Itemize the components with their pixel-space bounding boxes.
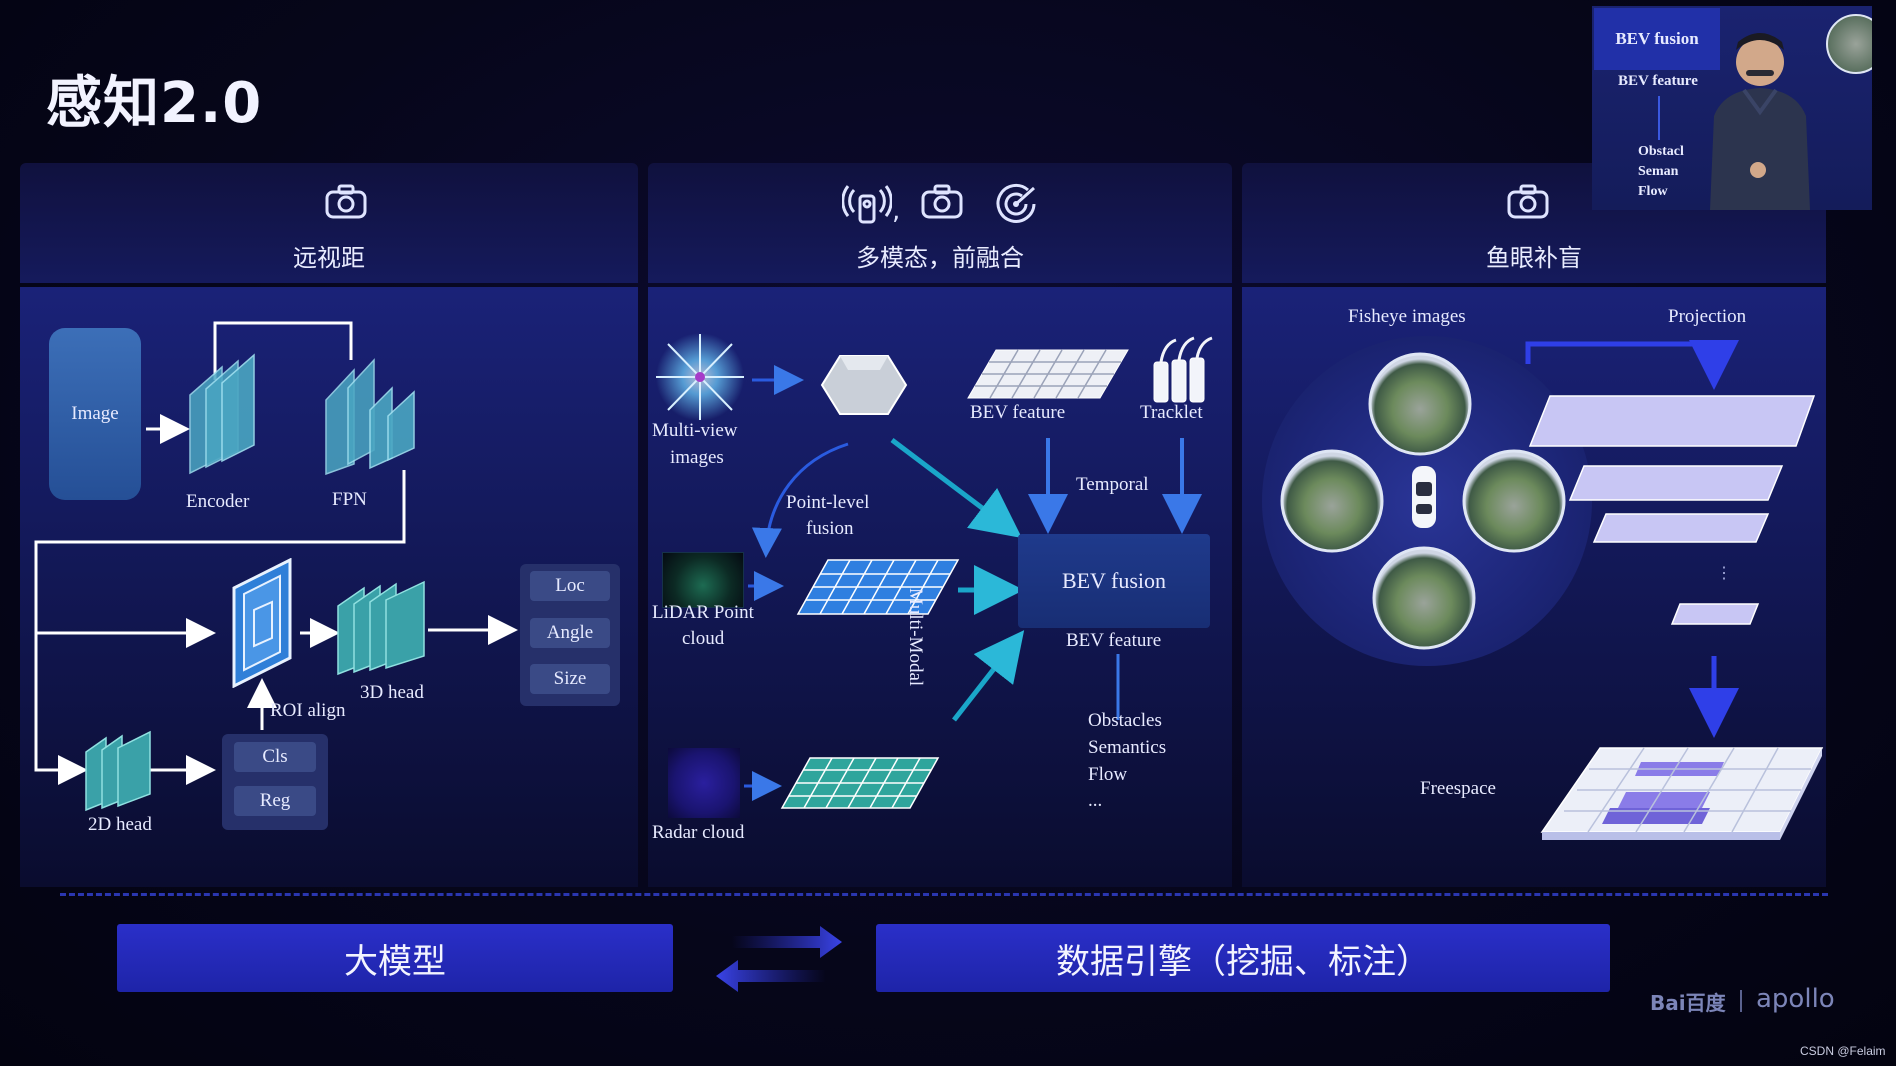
inset-connector xyxy=(1658,96,1660,140)
baidu-logo: Bai百度 xyxy=(1650,991,1726,1015)
lidar-label-line1: LiDAR Point xyxy=(652,602,754,623)
logo-separator xyxy=(1740,990,1742,1012)
camera-icon xyxy=(325,184,367,219)
lidar-point-cloud-image xyxy=(662,552,744,608)
output-angle: Angle xyxy=(530,618,610,648)
radar-cloud-image xyxy=(668,748,740,818)
watermark: CSDN @Felaim xyxy=(1800,1044,1886,1058)
multiview-label-line1: Multi-view xyxy=(652,420,738,441)
output-obstacles: Obstacles xyxy=(1088,710,1162,731)
tracklet-label: Tracklet xyxy=(1140,402,1203,423)
column-label-long-range: 远视距 xyxy=(293,244,365,272)
lidar-bev-grid xyxy=(796,559,960,615)
projection-label: Projection xyxy=(1668,306,1747,327)
speaker-video-inset: BEV fusion BEV feature Obstacl Seman Flo… xyxy=(1592,6,1872,210)
bev-feature-grid-top xyxy=(967,349,1129,399)
roi-align-block xyxy=(232,558,292,688)
output-semantics: Semantics xyxy=(1088,737,1167,758)
inset-bev-feature-label: BEV feature xyxy=(1618,73,1698,89)
fisheye-images-label: Fisheye images xyxy=(1348,306,1466,327)
bidirectional-arrows xyxy=(716,926,842,992)
lidar-label-line2: cloud xyxy=(682,628,725,649)
roi-align-label: ROI align xyxy=(270,700,346,721)
data-engine-banner: 数据引擎（挖掘、标注） xyxy=(876,924,1610,992)
left-diagram-connectors xyxy=(34,321,518,785)
inset-right-circle xyxy=(1826,14,1872,74)
head-3d-label: 3D head xyxy=(360,682,424,703)
inset-line-2: Seman xyxy=(1638,164,1679,179)
output-reg: Reg xyxy=(234,786,316,816)
inset-line-3: Flow xyxy=(1638,184,1668,199)
multiview-label-line2: images xyxy=(670,447,724,468)
image-block: Image xyxy=(49,328,141,500)
column-header-long-range xyxy=(20,163,638,283)
fpn-block xyxy=(325,358,415,475)
output-cls: Cls xyxy=(234,742,316,772)
bev-fusion-label: BEV fusion xyxy=(1061,568,1167,593)
fpn-label: FPN xyxy=(332,489,367,510)
dashed-divider xyxy=(60,893,1828,896)
bev-feature-top-label: BEV feature xyxy=(970,402,1066,423)
head-2d-block xyxy=(85,730,151,812)
multiview-images-graphic xyxy=(656,333,744,421)
encoder-label: Encoder xyxy=(186,491,250,512)
output-loc: Loc xyxy=(530,571,610,601)
head-2d-label: 2D head xyxy=(88,814,152,835)
inset-bev-fusion-label: BEV fusion xyxy=(1615,29,1699,48)
column-label-multimodal: 多模态，前融合 xyxy=(856,244,1024,272)
icon-separator: , xyxy=(892,196,901,226)
camera-icon xyxy=(921,184,963,219)
camera-icon xyxy=(1507,184,1549,219)
bev-fusion-box: BEV fusion xyxy=(1018,534,1210,628)
big-model-banner: 大模型 xyxy=(117,924,673,992)
output-flow: Flow xyxy=(1088,764,1128,785)
freespace-grid xyxy=(1540,747,1824,840)
inset-bev-fusion-box: BEV fusion xyxy=(1594,8,1720,70)
tracklet-graphic xyxy=(1153,336,1213,403)
middle-diagram-connectors xyxy=(744,365,1202,801)
apollo-logo: apollo xyxy=(1756,984,1835,1014)
head-3d-block xyxy=(337,580,425,676)
page-title: 感知2.0 xyxy=(46,71,263,136)
view-transform-hexagon xyxy=(820,355,908,415)
column-label-fisheye: 鱼眼补盲 xyxy=(1486,244,1582,272)
fisheye-images-graphic xyxy=(1280,352,1566,650)
radar-bev-grid xyxy=(780,757,940,809)
radar-label: Radar cloud xyxy=(652,822,745,843)
projection-graphic: ⋮ xyxy=(1525,340,1816,738)
point-fusion-label-line1: Point-level xyxy=(786,492,870,513)
freespace-label: Freespace xyxy=(1420,778,1496,799)
output-ellipsis: ... xyxy=(1088,790,1103,811)
sensor-icon xyxy=(842,185,892,224)
multi-modal-label: Multi-Modal xyxy=(905,588,926,687)
bev-feature-bottom-label: BEV feature xyxy=(1066,630,1162,651)
image-label: Image xyxy=(71,403,119,424)
temporal-label: Temporal xyxy=(1076,474,1149,495)
point-fusion-label-line2: fusion xyxy=(806,518,854,539)
output-size: Size xyxy=(530,664,610,694)
presenter-figure xyxy=(1710,33,1810,210)
column-header-multimodal xyxy=(648,163,1232,283)
encoder-block xyxy=(189,353,255,475)
svg-text:⋮: ⋮ xyxy=(1716,565,1732,582)
radar-icon xyxy=(996,183,1036,223)
inset-line-1: Obstacl xyxy=(1638,144,1684,159)
